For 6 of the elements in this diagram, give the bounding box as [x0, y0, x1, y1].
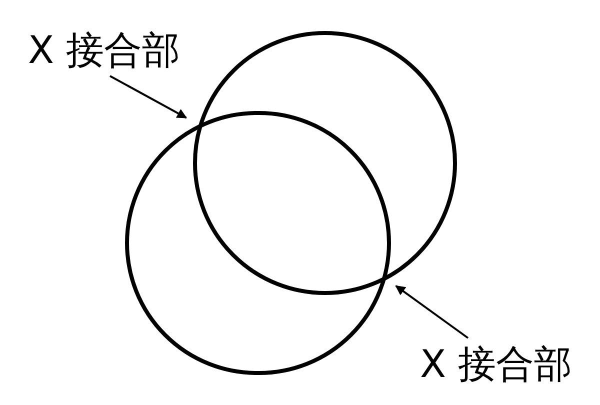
- joint-label: X 接合部: [398, 340, 594, 388]
- leader-arrow: [395, 285, 469, 339]
- circle-outline: [193, 31, 457, 295]
- leader-arrow: [110, 75, 188, 119]
- joint-label: X 接合部: [6, 26, 202, 74]
- circle-outline: [125, 111, 391, 375]
